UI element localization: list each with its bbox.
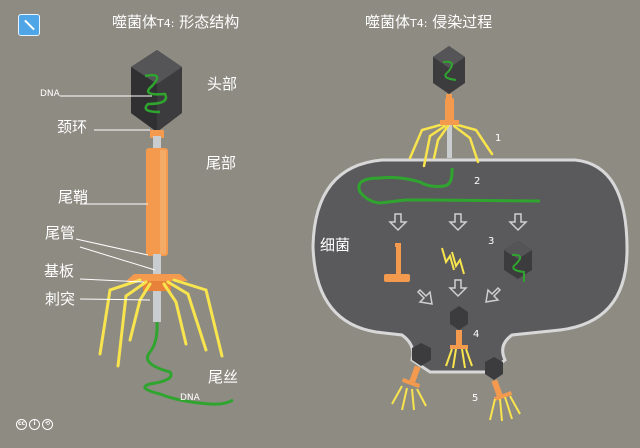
arrow-down-icon — [388, 213, 528, 305]
sa-icon: ⟲ — [42, 419, 53, 430]
fiber-fragments — [441, 247, 465, 275]
left-title-sub: T4: — [156, 17, 174, 30]
label-tail: 尾部 — [206, 154, 236, 172]
left-title-main: 噬菌体 — [112, 13, 157, 31]
label-tube: 尾管 — [45, 224, 75, 242]
phage-attaching — [408, 46, 494, 168]
label-head: 头部 — [207, 75, 237, 93]
step-4-label: 4 — [473, 329, 479, 340]
label-bacterium: 细菌 — [320, 236, 350, 254]
collar — [150, 130, 164, 138]
step-2-label: 2 — [474, 176, 480, 187]
label-baseplate: 基板 — [44, 262, 74, 280]
step-1-label: 1 — [495, 133, 501, 144]
right-title-sub: T4: — [409, 17, 427, 30]
label-dna-head: DNA — [40, 89, 61, 99]
label-sheath: 尾鞘 — [58, 188, 88, 206]
neck — [153, 136, 161, 148]
step-3-label: 3 — [488, 236, 494, 247]
released-phage-2 — [485, 357, 521, 422]
label-spikes: 刺突 — [45, 290, 75, 308]
new-phage — [445, 306, 473, 369]
label-dna-tail: DNA — [180, 393, 201, 403]
baseplate — [126, 274, 188, 281]
label-collar: 颈环 — [57, 118, 87, 136]
head-assembly — [504, 241, 532, 282]
released-phage-1 — [391, 343, 431, 411]
injected-dna — [143, 321, 234, 406]
right-title-main: 噬菌体 — [365, 13, 410, 31]
tail-part — [384, 243, 410, 282]
cell-dna — [357, 167, 541, 205]
left-title: 噬菌体T4: 形态结构 — [112, 13, 239, 31]
head-dna — [144, 73, 168, 114]
phage-head — [131, 50, 182, 132]
cc-icon: cc — [16, 419, 27, 430]
tail-fibers — [98, 278, 224, 368]
by-icon: i — [29, 419, 40, 430]
app-icon[interactable] — [18, 14, 40, 36]
step-5-label: 5 — [472, 393, 478, 404]
label-tail-fibers: 尾丝 — [208, 368, 238, 386]
cc-license-icon: cc i ⟲ — [16, 419, 53, 430]
left-title-rest: 形态结构 — [174, 13, 239, 31]
right-title: 噬菌体T4: 侵染过程 — [365, 13, 492, 31]
right-title-rest: 侵染过程 — [427, 13, 492, 31]
